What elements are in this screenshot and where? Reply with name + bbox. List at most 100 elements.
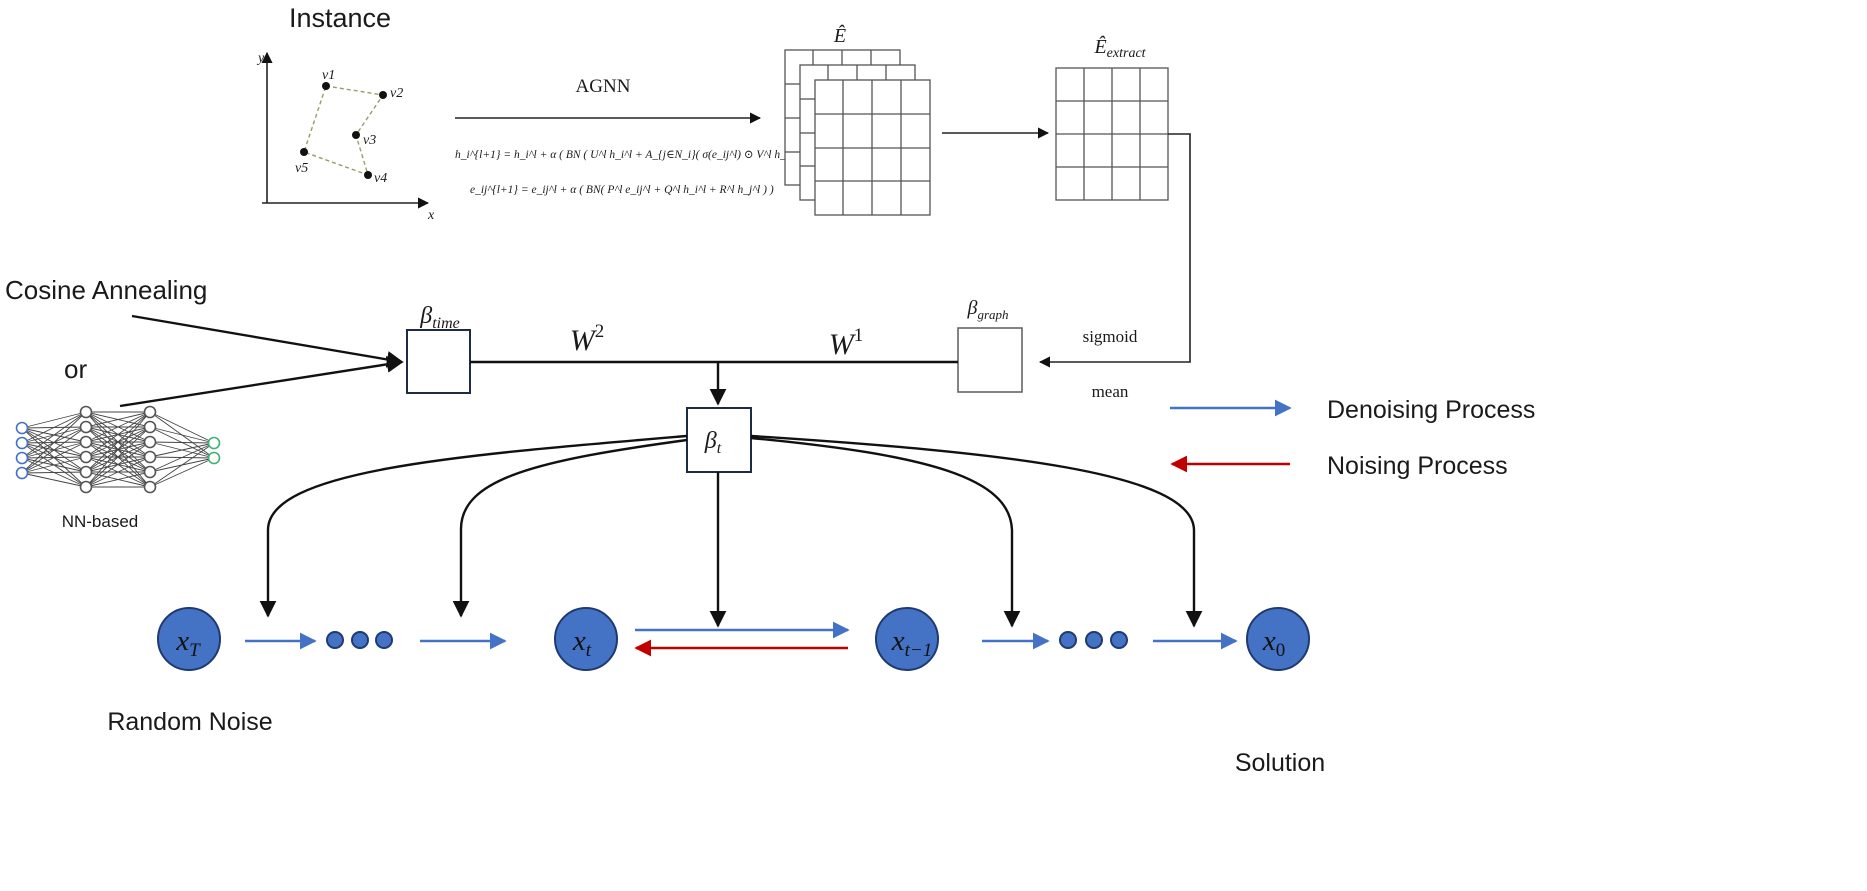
cosine-annealing-label: Cosine Annealing: [5, 275, 207, 305]
svg-text:xt: xt: [572, 625, 592, 661]
instance-plot: y x v1 v2 v3 v4 v5: [256, 51, 435, 223]
tour-path: [303, 85, 385, 177]
vertex-v2: [379, 91, 387, 99]
nn-edge: [21, 441, 87, 474]
agnn-label: AGNN: [576, 76, 631, 97]
beta-t-to-dots-right-arrow: [750, 436, 1021, 628]
beta-t-to-x0-arrow: [750, 434, 1203, 628]
nn-edge: [149, 442, 215, 473]
nn-neuron: [79, 405, 93, 419]
nn-neuron: [143, 450, 157, 464]
beta-time-box: [406, 329, 471, 394]
nn-edge: [85, 411, 151, 428]
beta-graph-box: [957, 327, 1023, 393]
solution-label: Solution: [1235, 749, 1325, 777]
nn-neuron: [143, 420, 157, 434]
y-axis-label: y: [256, 51, 265, 66]
nn-neuron: [143, 465, 157, 479]
vertex-label-v2: v2: [390, 86, 403, 101]
nn-neuron: [207, 436, 221, 450]
nn-edge: [149, 411, 215, 444]
nn-based-label: NN-based: [62, 512, 139, 531]
nn-neuron: [79, 435, 93, 449]
vertex-label-v5: v5: [295, 161, 308, 176]
x-axis-label: x: [427, 208, 435, 223]
vertex-v4: [364, 171, 372, 179]
mean-label: mean: [1092, 382, 1129, 401]
legend-denoising-label: Denoising Process: [1327, 396, 1535, 424]
vertex-label-v3: v3: [363, 133, 376, 148]
e-extract-matrix: [1055, 67, 1169, 201]
nn-edge: [85, 411, 151, 488]
node-xT: xT: [157, 607, 221, 671]
nn-edge: [85, 411, 151, 443]
nn-edge: [149, 441, 215, 444]
nn-neuron: [15, 421, 29, 435]
svg-text:x0: x0: [1262, 625, 1285, 661]
node-xt-minus-1: xt−1: [875, 607, 939, 671]
cosine-arrow: [131, 314, 404, 368]
vertex-v1: [322, 82, 330, 90]
nn-edge: [149, 442, 215, 488]
agnn-equation-node: h_i^{l+1} = h_i^l + α ( BN ( U^l h_i^l +…: [455, 149, 817, 161]
node-xt: xt: [554, 607, 618, 671]
nn-edge: [85, 426, 151, 488]
or-label: or: [64, 354, 87, 384]
nn-edge: [85, 411, 151, 458]
neural-network-icon: [15, 405, 221, 494]
nn-edge: [85, 411, 151, 473]
nn-neuron: [79, 450, 93, 464]
beta-t-label: βt: [704, 428, 722, 457]
nn-neuron: [15, 436, 29, 450]
svg-text:xT: xT: [175, 625, 201, 661]
nn-edge: [21, 411, 87, 444]
beta-t-to-dots-left-arrow: [452, 438, 688, 618]
nn-edge: [21, 472, 87, 488]
legend-noising-label: Noising Process: [1327, 452, 1508, 480]
e-extract-label: Êextract: [1093, 35, 1146, 61]
nn-neuron: [207, 451, 221, 465]
svg-text:xt−1: xt−1: [891, 625, 932, 661]
nn-neuron: [15, 466, 29, 480]
nn-edge: [21, 411, 87, 429]
beta-time-label: βtime: [419, 303, 460, 332]
nn-edge: [21, 471, 87, 474]
nn-neuron: [79, 480, 93, 494]
node-x0: x0: [1246, 607, 1310, 671]
w2-label: W2: [570, 321, 605, 357]
nn-edge: [21, 456, 87, 474]
ellipsis-left: [326, 631, 393, 649]
nn-neuron: [143, 435, 157, 449]
vertex-label-v4: v4: [374, 171, 387, 186]
vertex-label-v1: v1: [322, 68, 335, 83]
vertex-v5: [300, 148, 308, 156]
nn-neuron: [143, 405, 157, 419]
sigmoid-label: sigmoid: [1083, 327, 1138, 346]
nn-edge: [85, 456, 151, 488]
nn-edge: [149, 442, 215, 458]
nn-neuron: [15, 451, 29, 465]
nn-edge: [21, 411, 87, 459]
w1-label: W1: [829, 325, 864, 361]
nn-edge: [21, 411, 87, 474]
nn-edge: [21, 426, 87, 474]
random-noise-label: Random Noise: [107, 708, 272, 736]
nn-edge: [149, 426, 215, 444]
nn-arrow: [119, 356, 404, 408]
nn-neuron: [79, 465, 93, 479]
vertex-v3: [352, 131, 360, 139]
beta-graph-label: βgraph: [966, 297, 1008, 322]
instance-title: Instance: [289, 3, 391, 33]
e-hat-stack: [784, 49, 931, 216]
beta-t-to-xT-arrow: [259, 434, 688, 618]
nn-edge: [149, 457, 215, 488]
nn-neuron: [143, 480, 157, 494]
agnn-equation-edge: e_ij^{l+1} = e_ij^l + α ( BN( P^l e_ij^l…: [470, 184, 774, 196]
nn-edge: [85, 441, 151, 488]
ellipsis-right: [1059, 631, 1128, 649]
e-hat-label: Ê: [833, 24, 846, 47]
nn-edge: [85, 471, 151, 488]
nn-neuron: [79, 420, 93, 434]
graph-feedback-arrow: [1038, 133, 1191, 368]
